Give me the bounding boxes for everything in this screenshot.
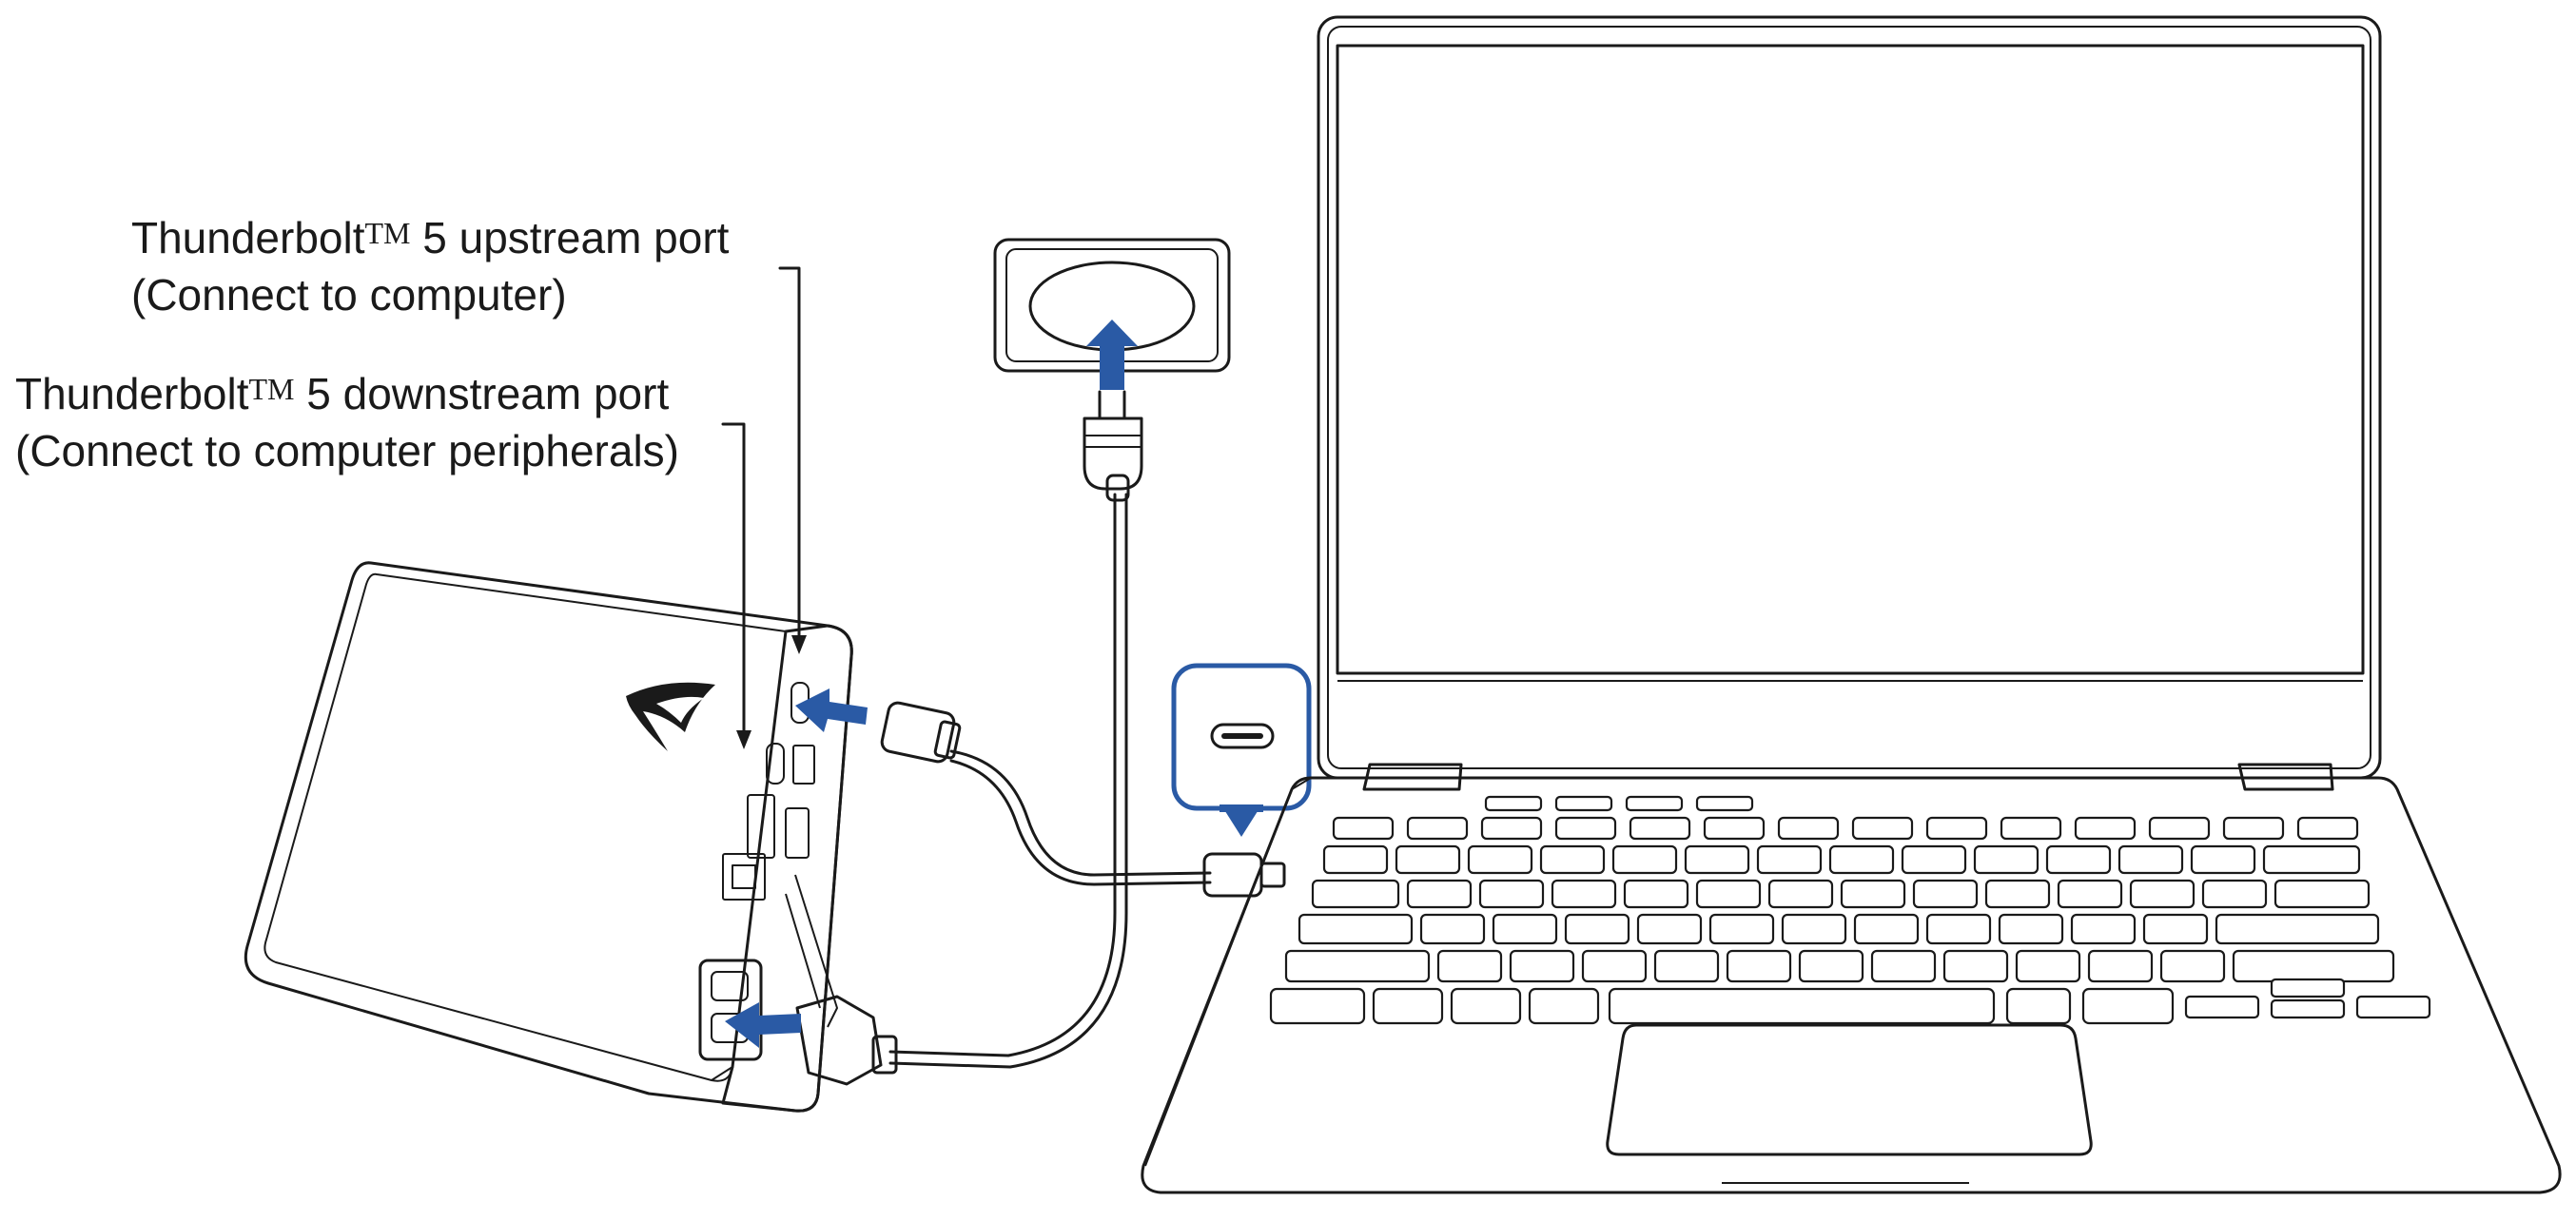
keyboard-icon [1269,795,2431,1025]
downstream-leader-arrowhead [736,730,751,749]
downstream-label-line2: (Connect to computer peripherals) [15,426,679,475]
upstream-leader-line [778,266,801,639]
rog-logo-icon [626,682,715,751]
laptop-icon [1141,15,2562,1194]
power-connector-dock [795,995,898,1086]
rog-dock-icon [244,561,853,1113]
upstream-label-tm: TM [365,216,411,250]
downstream-port-icon [766,743,785,785]
downstream-label-tm: TM [249,372,295,406]
usb-c-port-callout-icon [1171,663,1312,837]
upstream-port-label: ThunderboltTM 5 upstream port (Connect t… [131,213,730,320]
usb-c-connector-laptop [1202,852,1286,898]
power-insert-arrow [725,1002,801,1048]
svg-text:ThunderboltTM 5 downstream por: ThunderboltTM 5 downstream port [15,369,669,418]
usb-c-connector-dock [880,701,962,764]
power-cable [888,493,1117,1057]
downstream-port-label: ThunderboltTM 5 downstream port (Connect… [15,369,679,475]
downstream-label-suffix: 5 downstream port [295,369,670,418]
svg-text:ThunderboltTM 5 upstream port: ThunderboltTM 5 upstream port [131,213,730,262]
thunderbolt-cable [949,749,1212,877]
outlet-insert-arrow [1086,320,1138,390]
downstream-leader-line [721,422,746,734]
upstream-leader-arrowhead [791,635,807,654]
upstream-label-line2: (Connect to computer) [131,270,567,320]
power-plug-icon [1083,390,1143,502]
upstream-insert-arrow [795,688,868,732]
upstream-label-suffix: 5 upstream port [411,213,730,262]
upstream-label-prefix: Thunderbolt [131,213,365,262]
downstream-label-prefix: Thunderbolt [15,369,249,418]
